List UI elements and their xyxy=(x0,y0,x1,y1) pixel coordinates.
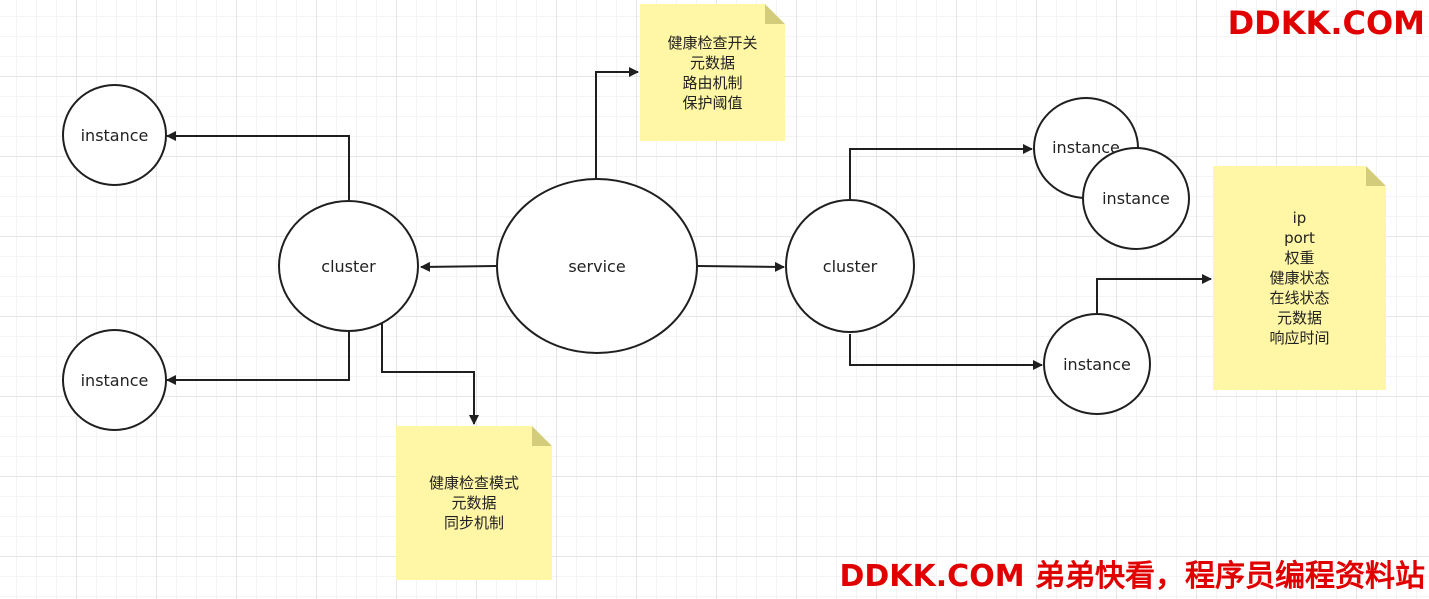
note-text: 健康检查开关 元数据 路由机制 保护阈值 xyxy=(667,33,757,113)
node-label: instance xyxy=(1052,137,1120,157)
note-line: 健康状态 xyxy=(1269,269,1330,287)
node-label: instance xyxy=(1102,189,1170,208)
note-line: 元数据 xyxy=(451,494,497,512)
node-label: instance xyxy=(80,370,149,390)
node-label: instance xyxy=(80,125,149,145)
cluster-node-right[interactable]: cluster xyxy=(785,199,915,333)
edge-service-to-service-note xyxy=(595,67,639,178)
note-line: 元数据 xyxy=(689,53,735,72)
note-line: 健康检查模式 xyxy=(428,474,519,492)
instance-node-right-top-front[interactable]: instance xyxy=(1082,147,1190,250)
instance-note[interactable]: ip port 权重 健康状态 在线状态 元数据 响应时间 xyxy=(1213,166,1386,390)
note-line: 同步机制 xyxy=(443,514,504,532)
note-line: 路由机制 xyxy=(682,73,743,92)
edge-cluster-left-to-cluster-note xyxy=(381,322,479,425)
node-label: cluster xyxy=(321,256,376,276)
note-line: port xyxy=(1284,229,1315,247)
cluster-node-left[interactable]: cluster xyxy=(278,200,419,332)
instance-node-left-top[interactable]: instance xyxy=(62,84,167,186)
note-line: 权重 xyxy=(1284,249,1315,267)
node-label: instance xyxy=(1063,354,1131,374)
note-line: 在线状态 xyxy=(1269,289,1330,307)
edge-cluster-right-to-instance-top xyxy=(849,144,1033,199)
instance-node-right-bottom[interactable]: instance xyxy=(1043,313,1151,415)
edge-service-to-cluster-left xyxy=(420,261,497,272)
note-text: 健康检查模式 元数据 同步机制 xyxy=(429,473,519,533)
note-line: 元数据 xyxy=(1276,309,1322,327)
edge-cluster-left-to-instance-top xyxy=(166,131,350,200)
edge-instance-to-instance-note xyxy=(1096,274,1212,313)
node-label: cluster xyxy=(822,256,878,276)
note-line: ip xyxy=(1292,209,1307,227)
note-text: ip port 权重 健康状态 在线状态 元数据 响应时间 xyxy=(1269,208,1329,348)
watermark-bottom: DDKK.COM 弟弟快看，程序员编程资料站 xyxy=(839,559,1425,594)
service-note[interactable]: 健康检查开关 元数据 路由机制 保护阈值 xyxy=(640,4,785,141)
note-line: 健康检查开关 xyxy=(667,33,758,52)
watermark-top: DDKK.COM xyxy=(1227,4,1425,42)
service-node[interactable]: service xyxy=(496,178,698,354)
note-line: 响应时间 xyxy=(1269,329,1330,347)
edge-cluster-right-to-instance-bottom xyxy=(849,334,1043,370)
instance-node-left-bottom[interactable]: instance xyxy=(62,329,167,431)
edge-service-to-cluster-right xyxy=(697,261,785,272)
node-label: service xyxy=(568,256,626,276)
edge-cluster-left-to-instance-bottom xyxy=(166,332,350,385)
cluster-note[interactable]: 健康检查模式 元数据 同步机制 xyxy=(396,426,552,580)
note-line: 保护阈值 xyxy=(682,93,743,112)
